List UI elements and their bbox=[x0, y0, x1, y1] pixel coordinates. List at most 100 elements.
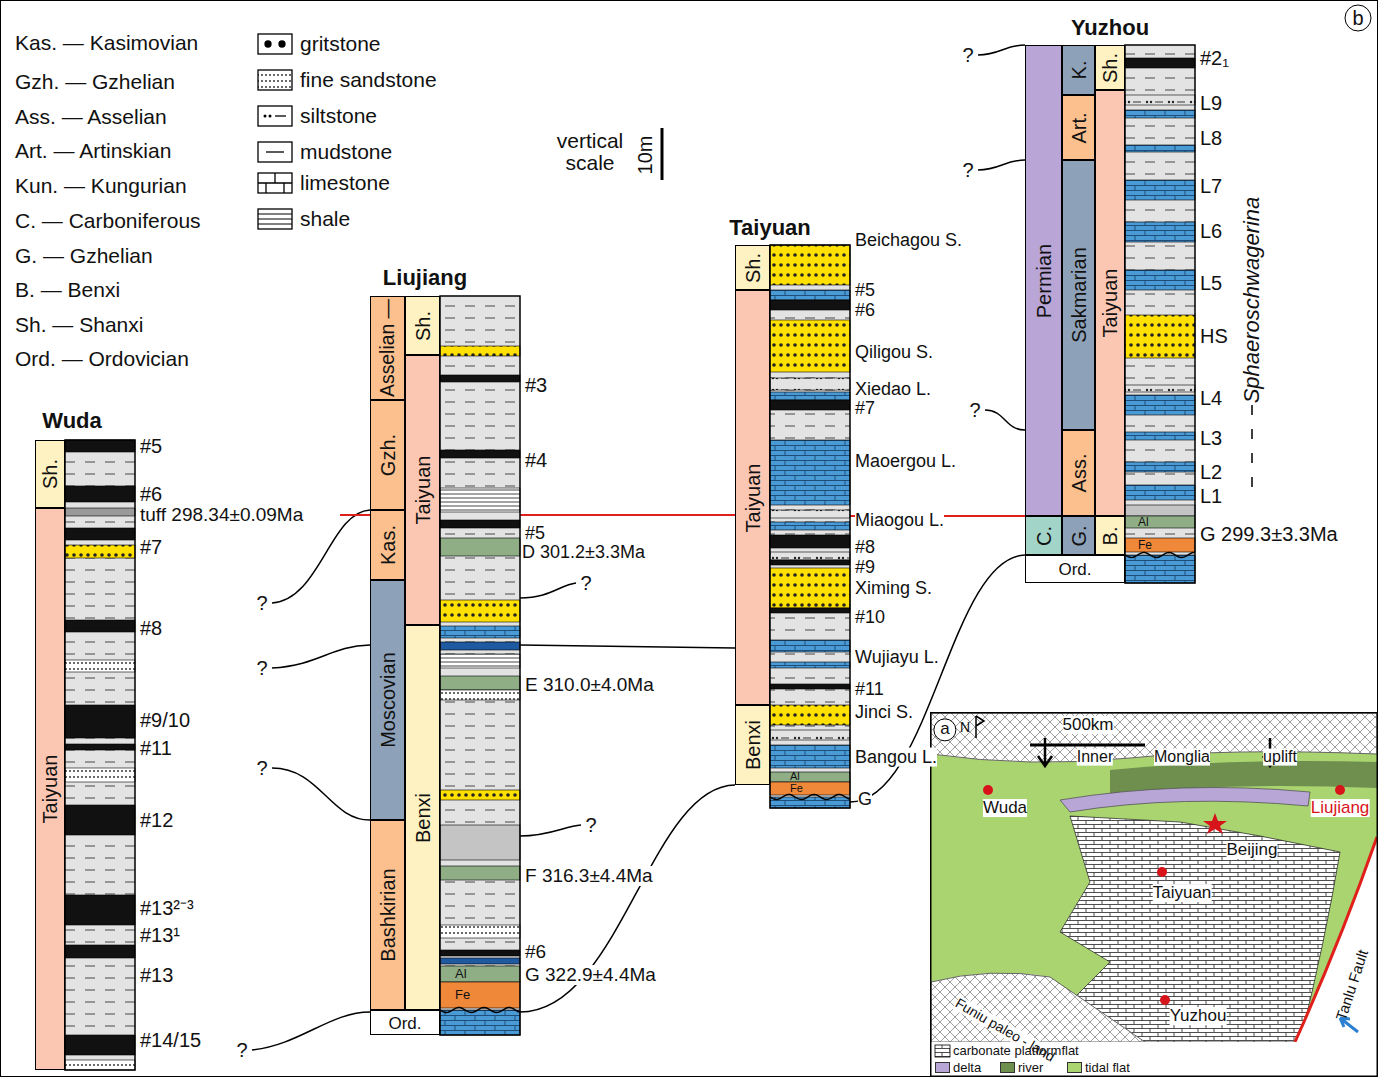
text-label: L1 bbox=[1200, 486, 1222, 507]
legend-text: gritstone bbox=[300, 33, 381, 55]
legend-text: carbonate platformflat bbox=[953, 1044, 1079, 1058]
band-label: G. bbox=[1069, 525, 1089, 546]
text-label: Taiyuan bbox=[729, 216, 811, 239]
lithology-column bbox=[65, 440, 135, 1070]
text-label: #12 bbox=[140, 810, 173, 831]
text-label: #4 bbox=[525, 450, 547, 471]
text-label: Wuda bbox=[42, 409, 101, 432]
text-label: Kas. — Kasimovian bbox=[15, 32, 198, 54]
text-label: ? bbox=[256, 593, 267, 614]
text-label: Fe bbox=[1138, 539, 1152, 552]
text-label: tuff 298.34±0.09Ma bbox=[140, 505, 303, 525]
strat-band: Gzh. bbox=[370, 400, 405, 510]
lithology-column bbox=[1125, 45, 1195, 583]
text-label: Liujiang bbox=[383, 266, 467, 289]
text-label: #7 bbox=[140, 537, 162, 558]
legend-text: delta bbox=[953, 1061, 981, 1075]
text-label: Yuzhou bbox=[1170, 1007, 1227, 1025]
strat-band: Kas. bbox=[370, 510, 405, 580]
text-label: Ass. — Asselian bbox=[15, 106, 167, 128]
strat-band: Ord. bbox=[1025, 555, 1125, 583]
text-label: ? bbox=[580, 573, 591, 594]
text-label: #13 bbox=[140, 965, 173, 986]
text-label: #10 bbox=[855, 608, 885, 627]
legend-text: limestone bbox=[300, 172, 390, 194]
strat-band: C. bbox=[1025, 516, 1062, 555]
band-label: Gzh. bbox=[378, 434, 398, 476]
legend-text: fine sandstone bbox=[300, 69, 437, 91]
band-label: Ord. bbox=[1058, 561, 1091, 578]
text-label: Inner bbox=[1077, 749, 1113, 766]
strat-band: Sakmarian bbox=[1062, 160, 1095, 430]
text-label: ? bbox=[585, 815, 596, 836]
text-label: Fe bbox=[790, 783, 803, 795]
band-label: Ass. bbox=[1069, 454, 1089, 493]
band-label: Asselian — bbox=[378, 299, 397, 397]
text-label: 500km bbox=[1062, 716, 1113, 734]
text-label: Qiligou S. bbox=[855, 343, 933, 362]
text-label: ? bbox=[256, 758, 267, 779]
text-label: Al bbox=[1138, 516, 1149, 529]
text-label: Sh. — Shanxi bbox=[15, 314, 143, 336]
band-label: Permian bbox=[1034, 243, 1054, 317]
text-label: #2₁ bbox=[1200, 48, 1229, 69]
legend-swatch bbox=[1000, 1062, 1015, 1073]
text-label: E 310.0±4.0Ma bbox=[525, 675, 654, 695]
text-label: Al bbox=[790, 771, 800, 783]
legend-text: mudstone bbox=[300, 141, 392, 163]
band-label: Benxi bbox=[743, 720, 763, 770]
band-label: Ord. bbox=[388, 1014, 421, 1031]
text-label: Taiyuan bbox=[1153, 884, 1212, 902]
text-label: #5 bbox=[525, 524, 545, 543]
text-label: Al bbox=[455, 967, 467, 981]
text-label: #9/10 bbox=[140, 710, 190, 731]
text-label: Beichagou S. bbox=[855, 231, 962, 250]
strat-band: Taiyuan bbox=[405, 355, 440, 625]
text-label: #8 bbox=[140, 618, 162, 639]
text-label: D 301.2±3.3Ma bbox=[522, 543, 645, 562]
strat-band: Taiyuan bbox=[35, 508, 65, 1070]
band-label: Taiyuan bbox=[413, 456, 433, 525]
strat-band: Ord. bbox=[370, 1010, 440, 1035]
text-label: b bbox=[1345, 5, 1372, 32]
strat-band: Benxi bbox=[405, 625, 440, 1010]
text-label: ? bbox=[962, 45, 973, 66]
text-label: G 299.3±3.3Ma bbox=[1200, 524, 1338, 545]
legend-text: tidal flat bbox=[1085, 1061, 1130, 1075]
text-label: C. — Carboniferous bbox=[15, 210, 201, 232]
band-label: K. bbox=[1069, 61, 1089, 80]
band-label: Moscovian bbox=[378, 652, 398, 748]
text-label: N bbox=[960, 720, 970, 735]
strat-band: Taiyuan bbox=[1095, 90, 1125, 516]
band-label: B. bbox=[1100, 526, 1120, 545]
text-label: Monglia bbox=[1154, 749, 1210, 766]
strat-band: Sh. bbox=[35, 440, 65, 508]
strat-band: Ass. bbox=[1062, 430, 1095, 516]
text-label: L8 bbox=[1200, 128, 1222, 149]
band-label: Sh. bbox=[40, 459, 60, 489]
text-label: #7 bbox=[855, 399, 875, 418]
legend-text: siltstone bbox=[300, 105, 377, 127]
strat-band: K. bbox=[1062, 45, 1095, 95]
text-label: HS bbox=[1200, 326, 1228, 347]
text-label: #6 bbox=[525, 942, 546, 962]
strat-band: Moscovian bbox=[370, 580, 405, 820]
band-label: Benxi bbox=[413, 792, 433, 842]
text-label: #11 bbox=[140, 738, 172, 759]
text-label: Beijing bbox=[1226, 841, 1277, 859]
text-label: vertical scale bbox=[548, 130, 632, 174]
strat-band: Bashkirian bbox=[370, 820, 405, 1010]
band-label: Sakmarian bbox=[1069, 247, 1089, 343]
text-label: Kun. — Kungurian bbox=[15, 175, 187, 197]
text-label: Ximing S. bbox=[855, 579, 932, 598]
text-label: L6 bbox=[1200, 221, 1222, 242]
band-label: Taiyuan bbox=[40, 755, 60, 824]
text-label: #6 bbox=[855, 301, 875, 320]
legend-text: shale bbox=[300, 208, 350, 230]
text-label: Ord. — Ordovician bbox=[15, 348, 189, 370]
text-label: #14/15 bbox=[140, 1030, 201, 1051]
strat-band: Asselian — bbox=[370, 296, 405, 400]
strat-band: B. bbox=[1095, 516, 1125, 555]
text-label: ? bbox=[969, 400, 980, 421]
band-label: Sh. bbox=[1100, 52, 1120, 82]
